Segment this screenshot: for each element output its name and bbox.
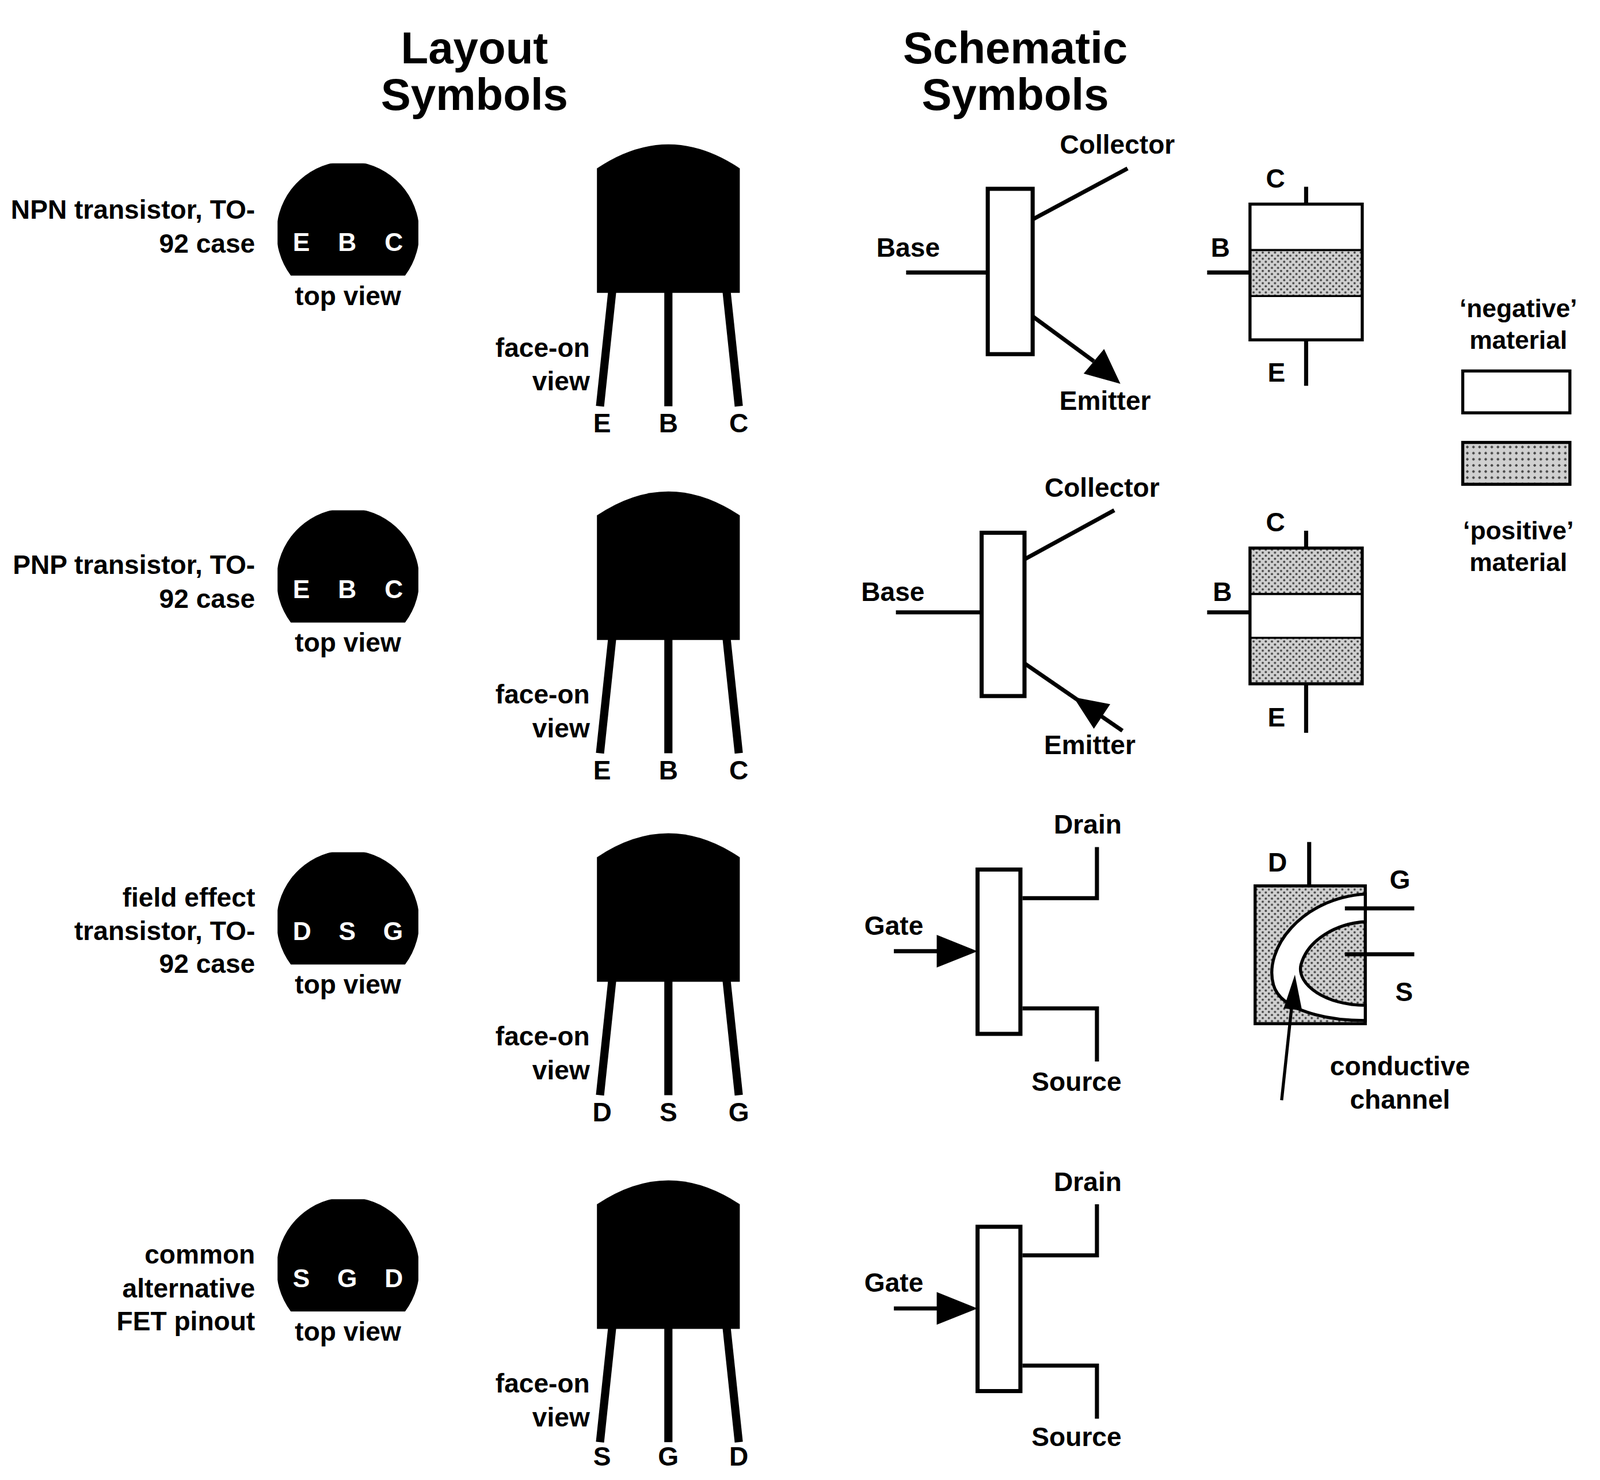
pin-name: C xyxy=(384,229,403,255)
pin-name: E xyxy=(1256,701,1298,735)
row-title: field effect transistor, TO-92 case xyxy=(71,881,255,981)
legend-text: ‘positive’ material xyxy=(1438,515,1599,579)
pin-name: S xyxy=(581,1439,623,1473)
pin-name: G xyxy=(337,1265,357,1291)
terminal-name: Collector xyxy=(1010,471,1194,505)
row-title: PNP transistor, TO-92 case xyxy=(0,548,255,615)
column-heading: Schematic Symbols xyxy=(862,24,1169,119)
row-title: common alternative FET pinout xyxy=(71,1237,255,1338)
npn-layers xyxy=(1206,186,1362,386)
terminal-name: Source xyxy=(1004,1065,1148,1099)
pin-name: E xyxy=(581,753,623,788)
pin-name: D xyxy=(718,1439,760,1473)
pin-name: D xyxy=(292,917,312,944)
pin-name: B xyxy=(337,229,357,255)
column-heading: Layout Symbols xyxy=(352,24,598,119)
view-label: face-on view xyxy=(462,677,590,745)
pin-name: B xyxy=(1200,231,1241,265)
case-outline xyxy=(277,1198,419,1312)
pin-name: S xyxy=(292,1265,311,1291)
terminal-name: Collector xyxy=(1025,128,1210,162)
pin-row: DSG xyxy=(277,913,419,948)
pin-row: EB C xyxy=(277,571,419,607)
pin-name: B xyxy=(337,576,357,602)
terminal-name: Base xyxy=(856,231,959,265)
view-label: top view xyxy=(266,968,430,1002)
pin-name: C xyxy=(384,576,403,602)
pin-name: S xyxy=(1383,975,1425,1009)
view-label: top view xyxy=(266,279,430,313)
face-on-case xyxy=(596,491,740,754)
legend-swatch xyxy=(1461,440,1572,486)
case-top-view: DSG xyxy=(277,851,419,967)
pin-name: E xyxy=(292,576,311,602)
npn-symbol xyxy=(905,168,1128,384)
legend-swatch xyxy=(1461,369,1572,415)
case-top-view: SG D xyxy=(277,1198,419,1314)
pin-name: D xyxy=(384,1265,403,1291)
case-outline xyxy=(277,509,419,625)
case-top-view: EB C xyxy=(277,163,419,278)
face-on-case xyxy=(596,144,740,407)
view-label: top view xyxy=(266,1315,430,1349)
terminal-name: Emitter xyxy=(1023,384,1187,418)
case-outline xyxy=(277,163,419,278)
face-on-case xyxy=(596,1179,740,1442)
pin-name: B xyxy=(1202,575,1244,609)
case-outline xyxy=(277,851,419,967)
pin-name: C xyxy=(1255,505,1297,540)
case-outline xyxy=(277,1198,419,1314)
legend-text: ‘negative’ material xyxy=(1438,292,1599,357)
face-on-case xyxy=(596,833,740,1096)
case-outline xyxy=(277,509,419,623)
row-title: NPN transistor, TO-92 case xyxy=(0,193,255,260)
terminal-name: Source xyxy=(1004,1420,1148,1454)
pin-name: S xyxy=(338,917,357,944)
pin-name: G xyxy=(648,1439,689,1473)
pin-name: G xyxy=(718,1095,760,1130)
pin-name: G xyxy=(1379,862,1421,897)
case-outline xyxy=(277,163,419,276)
view-label: face-on view xyxy=(462,1366,590,1434)
pin-name: E xyxy=(1256,355,1298,390)
pin-name: G xyxy=(383,917,403,944)
pin-name: D xyxy=(1256,845,1298,879)
case-top-view: EB C xyxy=(277,509,419,625)
terminal-name: Gate xyxy=(842,1266,945,1300)
fet-symbol xyxy=(893,847,1097,1062)
callout-label: conductive channel xyxy=(1287,1049,1512,1116)
view-label: face-on view xyxy=(462,1019,590,1087)
terminal-name: Drain xyxy=(1016,1164,1160,1199)
view-label: face-on view xyxy=(462,330,590,398)
terminal-name: Drain xyxy=(1016,808,1160,842)
terminal-name: Base xyxy=(842,575,944,609)
pin-name: E xyxy=(581,406,623,441)
case-outline xyxy=(277,851,419,965)
pin-name: C xyxy=(1255,161,1297,196)
pin-row: SG D xyxy=(277,1260,419,1295)
pin-name: C xyxy=(718,406,760,441)
pin-name: D xyxy=(581,1095,623,1130)
pin-name: S xyxy=(648,1095,689,1130)
pin-name: C xyxy=(718,753,760,788)
terminal-name: Emitter xyxy=(1008,728,1172,762)
pin-row: EB C xyxy=(277,224,419,259)
fet-symbol xyxy=(893,1204,1097,1419)
view-label: top view xyxy=(266,626,430,660)
pin-name: E xyxy=(292,229,311,255)
pin-name: B xyxy=(648,406,689,441)
terminal-name: Gate xyxy=(842,908,945,943)
pnp-symbol xyxy=(896,509,1123,731)
pin-name: B xyxy=(648,753,689,788)
